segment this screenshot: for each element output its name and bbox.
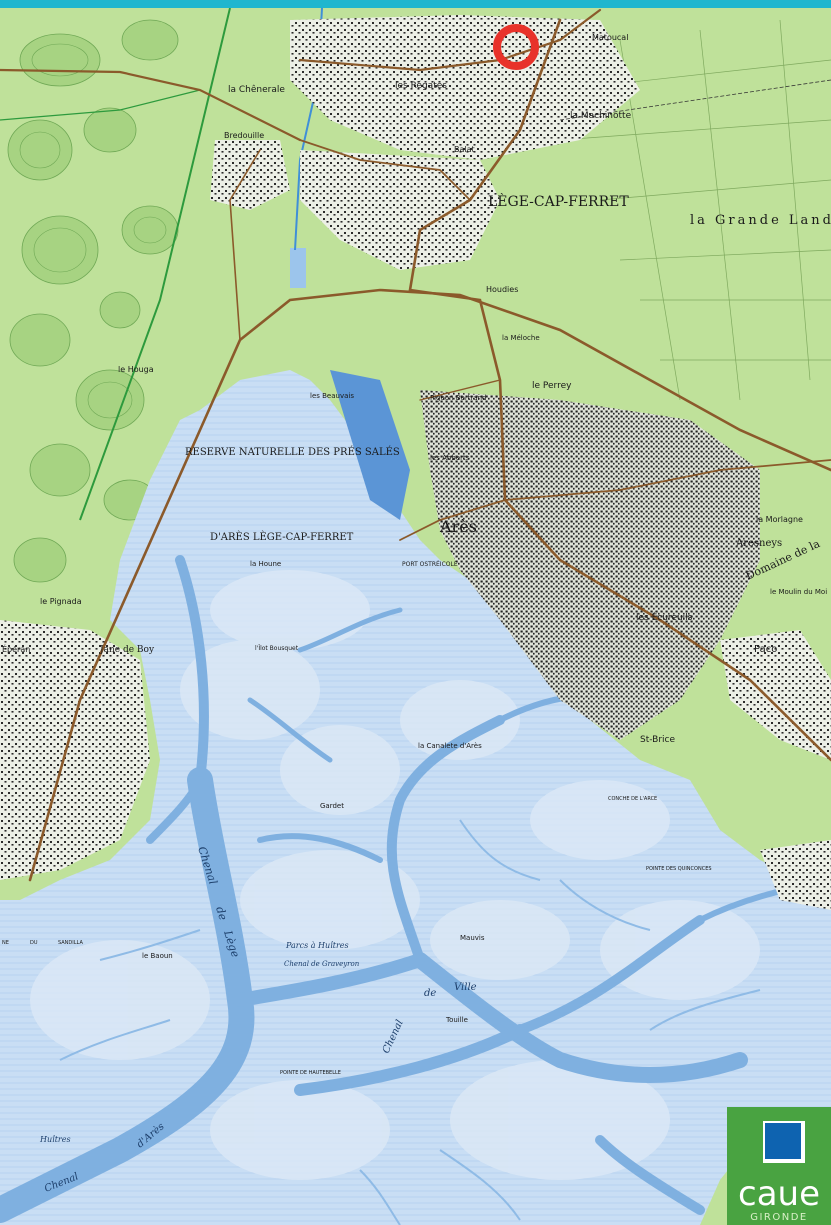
label-chenal-de-ville-3: Ville [454, 982, 477, 993]
caue-logo: caue GIRONDE [727, 1107, 831, 1225]
label-aresneys: Aresneys [735, 538, 782, 549]
label-la-houne: la Houne [250, 560, 281, 568]
label-mauvis: Mauvis [460, 934, 485, 942]
target-ring-icon[interactable] [493, 24, 539, 70]
label-la-grande-lande: la Grande Lande [690, 213, 831, 228]
map-canvas[interactable]: LÈGE-CAP-FERRET la Grande Lande les Réga… [0, 8, 831, 1225]
label-houdies: Houdies [486, 285, 518, 294]
urban-jane-de-boy [0, 620, 150, 880]
label-conche: CONCHE DE L'ARCE [608, 796, 657, 802]
label-reserve-line-1: RESERVE NATURELLE DES PRÉS SALÉS [185, 446, 400, 458]
label-les-beauvais: les Beauvais [310, 392, 354, 400]
label-st-brice: St-Brice [640, 735, 675, 745]
label-du: DU [30, 940, 38, 946]
label-gardet: Gardet [320, 802, 344, 810]
label-la-machinotte: la Machinotte [570, 111, 632, 121]
railway-track [559, 79, 831, 121]
label-pointe-quinconces: POINTE DES QUINCONCES [646, 866, 712, 872]
label-l-ilot: l'Îlot Bousquet [255, 645, 299, 652]
label-matoucal: Matoucal [592, 33, 628, 42]
forest-boundary-line [79, 8, 231, 521]
small-creeks [59, 819, 761, 1225]
label-parcs-a-huitres: Parcs à Huîtres [285, 941, 349, 950]
field-grid [559, 19, 831, 401]
label-pointe-hautebelle: POINTE DE HAUTEBELLE [280, 1070, 341, 1076]
label-chenal-de-lege-2: de [213, 905, 230, 922]
label-les-ecureuils: les Écureuils [636, 611, 693, 623]
header-bar [0, 0, 831, 8]
marina [330, 370, 410, 520]
label-sandilla: SANDILLA [58, 940, 83, 946]
logo-wordmark: caue [738, 1174, 820, 1214]
reservoir [290, 248, 306, 288]
logo-subtitle: GIRONDE [750, 1212, 808, 1223]
label-ne: NE [2, 940, 9, 946]
label-le-baoun: le Baoun [142, 952, 173, 960]
label-paco: Paco [754, 644, 777, 655]
label-ares: Arès [439, 517, 477, 536]
urban-bredouille [210, 140, 290, 210]
label-le-pignada: le Pignada [40, 597, 82, 606]
label-la-meloche: la Méloche [502, 334, 540, 342]
label-balat: Balat [454, 145, 475, 154]
label-bredouille: Bredouille [224, 131, 264, 140]
label-la-chenerale: la Chênerale [228, 84, 285, 95]
label-port-ostreicole: PORT OSTRÉICOLE [402, 560, 458, 568]
contour-lines [19, 43, 167, 419]
label-epéran: Épéran [2, 643, 30, 654]
label-la-morlagne: la Morlagne [756, 515, 803, 524]
label-le-houga: le Houga [118, 365, 154, 374]
urban-lege-north [290, 15, 640, 160]
urban-port [760, 840, 831, 910]
tidal-channels [0, 555, 831, 1223]
label-les-regates: les Régates [395, 80, 447, 91]
label-les-abberts: les Abberts [430, 454, 470, 462]
label-le-moulin: le Moulin du Moi [770, 588, 827, 596]
forest-hills [7, 19, 179, 583]
label-reserve-line-2: D'ARÈS LÈGE-CAP-FERRET [210, 531, 354, 543]
label-touille: Touille [445, 1016, 468, 1024]
label-huitres: Huîtres [39, 1135, 71, 1144]
urban-paco [720, 630, 831, 760]
label-lege-cap-ferret: LÈGE-CAP-FERRET [488, 192, 629, 210]
label-pigeon-bertrand: Pigeon Bertrand [430, 394, 487, 402]
label-le-perrey: le Perrey [532, 381, 572, 391]
label-chenal-de-ville-2: de [424, 988, 436, 999]
label-chenal-de-graveyron: Chenal de Graveyron [284, 960, 360, 968]
label-jane-de-boy: Jane de Boy [99, 645, 155, 655]
logo-square-inner [765, 1123, 801, 1159]
label-la-canalete: la Canalete d'Arès [418, 742, 482, 750]
forest-boundary-line [0, 89, 201, 121]
